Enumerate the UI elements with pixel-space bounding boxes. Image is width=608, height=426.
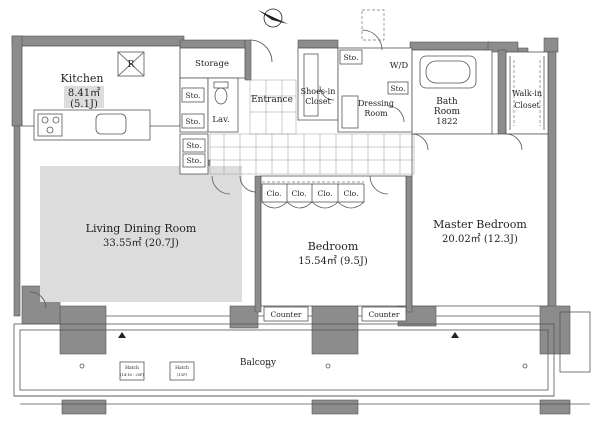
balcony-area	[13, 323, 590, 415]
dressing-label-1: Dressing	[358, 99, 394, 108]
storage-label: Storage	[195, 59, 229, 69]
sto-label: Sto.	[186, 117, 201, 126]
sto-label: Sto.	[186, 91, 201, 100]
kitchen-name: Kitchen	[61, 72, 104, 85]
bathtub-icon	[419, 55, 477, 89]
refrigerator-label: R	[128, 60, 135, 70]
counter-label: Counter	[369, 310, 400, 319]
clo-label: Clo.	[267, 189, 282, 198]
balcony-label: Balcony	[240, 358, 277, 368]
window-marker	[451, 332, 459, 338]
kitchen-area-text: 8.41㎡	[68, 87, 100, 99]
clo-label: Clo.	[318, 189, 333, 198]
master-area-text: 20.02㎡ (12.3J)	[442, 233, 518, 245]
shoes-closet-label-1: Shoes-in	[301, 87, 336, 96]
counter-label: Counter	[271, 310, 302, 319]
lav-label: Lav.	[212, 115, 229, 125]
living-name: Living Dining Room	[86, 222, 197, 235]
living-area-text: 33.55㎡ (20.7J)	[103, 237, 179, 249]
dressing-label-2: Room	[364, 109, 388, 118]
sto-label: Sto.	[187, 156, 202, 165]
shoes-closet-label-2: Closet	[305, 97, 331, 106]
walk-in-closet	[505, 51, 549, 135]
master-bedroom-area	[411, 133, 549, 307]
entrance-label: Entrance	[251, 95, 293, 105]
doors	[29, 9, 523, 309]
living-floor	[40, 166, 242, 302]
walk-in-closet-shelves	[509, 56, 545, 130]
bath-label-2: Room	[434, 107, 461, 117]
sink-icon	[95, 113, 127, 135]
clo-label: Clo.	[344, 189, 359, 198]
clo-label: Clo.	[292, 189, 307, 198]
hatch-1-floors: (14-16・20F)	[120, 373, 144, 377]
bedroom-area	[260, 175, 407, 307]
bedroom-name: Bedroom	[308, 240, 359, 253]
bath-room	[411, 49, 493, 135]
kitchen-size-text: (5.1J)	[70, 99, 98, 110]
storage-room	[179, 47, 246, 79]
bath-label-1: Bath	[436, 97, 458, 107]
wd-label: W/D	[390, 61, 409, 71]
walkin-label-2: Closet	[514, 101, 540, 110]
bedroom-area-text: 15.54㎡ (9.5J)	[298, 255, 368, 267]
hatch-2-label: Hatch	[175, 365, 189, 371]
exterior-unit	[559, 311, 591, 373]
hatch-2-floors: (15F)	[177, 372, 188, 377]
hatch-2	[169, 361, 195, 381]
vanity	[341, 95, 359, 129]
sto-label: Sto.	[344, 53, 359, 62]
window-marker	[118, 332, 126, 338]
stove-icon	[37, 113, 63, 137]
sto-label: Sto.	[391, 84, 406, 93]
sto-label: Sto.	[187, 141, 202, 150]
bath-label-3: 1822	[436, 117, 458, 127]
kitchen-counter	[33, 109, 151, 141]
shoe-shelves	[303, 53, 319, 117]
toilet-icon	[213, 81, 229, 105]
lavatory	[207, 77, 239, 133]
hatch-1	[119, 361, 145, 381]
master-name: Master Bedroom	[433, 218, 527, 231]
refrigerator-space	[117, 51, 145, 77]
hallway-tiles	[209, 79, 415, 175]
bedroom-closets	[261, 181, 365, 209]
walkin-label-1: Walk-in	[512, 89, 542, 98]
hatch-1-label: Hatch	[125, 365, 139, 371]
north-arrow-icon	[258, 8, 288, 28]
